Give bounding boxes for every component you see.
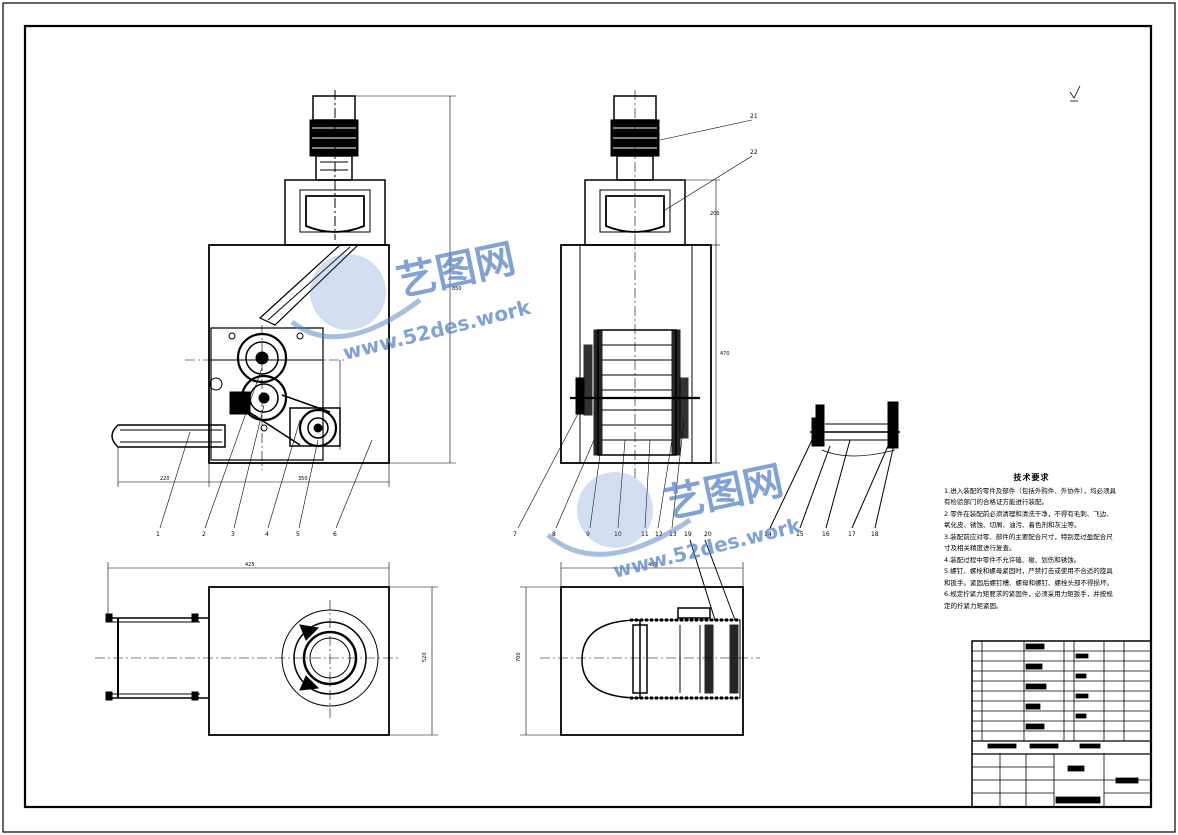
part-label-1: 1 bbox=[156, 531, 160, 538]
part-label-19: 19 bbox=[684, 531, 692, 538]
part-label-12: 12 bbox=[655, 531, 663, 538]
part-label-15: 15 bbox=[796, 531, 804, 538]
dim-section-depth: 700 bbox=[516, 652, 522, 662]
dim-height: 850 bbox=[452, 286, 462, 292]
inner-border bbox=[23, 24, 1153, 809]
part-label-4: 4 bbox=[265, 531, 269, 538]
side-view-dimensions bbox=[517, 119, 753, 529]
requirement-item: 6.规定拧紧力矩要求的紧固件，必须采用力矩扳手，并按规定的拧紧力矩紧固。 bbox=[944, 590, 1113, 610]
top-view-dimensions bbox=[107, 562, 438, 736]
housing bbox=[208, 244, 390, 464]
front-view-labels: 1 2 3 4 5 6 850 220 350 bbox=[156, 286, 462, 538]
part-label-10: 10 bbox=[614, 531, 622, 538]
part-label-7: 7 bbox=[513, 531, 517, 538]
top-view bbox=[95, 586, 400, 736]
part-label-8: 8 bbox=[552, 531, 556, 538]
part-label-13: 13 bbox=[669, 531, 677, 538]
watermark-2: 艺图网 www.52des.work bbox=[546, 458, 804, 583]
dim-top-length: 425 bbox=[245, 562, 255, 568]
motor-flange bbox=[315, 155, 353, 181]
requirement-item: 4.装配过程中零件不允许磕、碰、划伤和锈蚀。 bbox=[944, 555, 1081, 564]
dim-section-width: 400 bbox=[648, 562, 658, 568]
part-label-6: 6 bbox=[333, 531, 337, 538]
side-view-labels: 7 8 9 10 11 12 13 21 22 200 470 bbox=[513, 113, 758, 538]
roughness-mark bbox=[1069, 85, 1081, 102]
part-label-18: 18 bbox=[871, 531, 879, 538]
detail-view-labels: 14 15 16 17 18 bbox=[764, 531, 879, 538]
watermark-brand-1: 艺图网 bbox=[393, 236, 520, 306]
detail-view bbox=[769, 401, 900, 529]
dim-top-depth: 520 bbox=[422, 652, 428, 662]
dim-trough: 220 bbox=[160, 476, 170, 482]
front-view bbox=[111, 90, 390, 470]
part-label-9: 9 bbox=[586, 531, 590, 538]
requirement-item: 1.进入装配的零件及部件（包括外购件、外协件），均必须具有检验部门的合格证方能进… bbox=[944, 486, 1116, 507]
part-label-11: 11 bbox=[641, 531, 649, 538]
requirement-item: 3.装配前应对零、部件的主要配合尺寸，特别是过盈配合尺寸及相关精度进行复查。 bbox=[944, 532, 1113, 553]
requirement-item: 5.螺钉、螺栓和螺母紧固时，严禁打击或使用不合适的旋具和扳手。紧固后螺钉槽、螺母… bbox=[944, 567, 1113, 587]
part-label-3: 3 bbox=[231, 531, 235, 538]
part-label-22: 22 bbox=[750, 149, 758, 156]
part-label-14: 14 bbox=[764, 531, 772, 538]
dim-hopper: 200 bbox=[710, 211, 720, 217]
part-label-21: 21 bbox=[750, 113, 758, 120]
section-view-dimensions bbox=[520, 562, 744, 736]
front-view-dimensions bbox=[117, 95, 456, 529]
requirement-item: 2.零件在装配前必须清理和清洗干净，不得有毛刺、飞边、氧化皮、锈蚀、切屑、油污、… bbox=[944, 509, 1113, 530]
part-label-5: 5 bbox=[296, 531, 300, 538]
dim-box: 470 bbox=[720, 351, 730, 357]
dim-body: 350 bbox=[298, 476, 308, 482]
section-view bbox=[540, 539, 760, 736]
technical-requirements-title: 技术要求 bbox=[1013, 473, 1050, 482]
motor-fan-cover bbox=[312, 95, 356, 121]
part-label-20: 20 bbox=[704, 531, 712, 538]
part-label-2: 2 bbox=[202, 531, 206, 538]
title-block bbox=[971, 640, 1152, 808]
part-label-16: 16 bbox=[822, 531, 830, 538]
watermark-brand-2: 艺图网 bbox=[661, 458, 788, 528]
part-label-17: 17 bbox=[848, 531, 856, 538]
technical-requirements: 技术要求 1.进入装配的零件及部件（包括外购件、外协件），均必须具有检验部门的合… bbox=[944, 472, 1119, 612]
side-view bbox=[560, 90, 712, 480]
